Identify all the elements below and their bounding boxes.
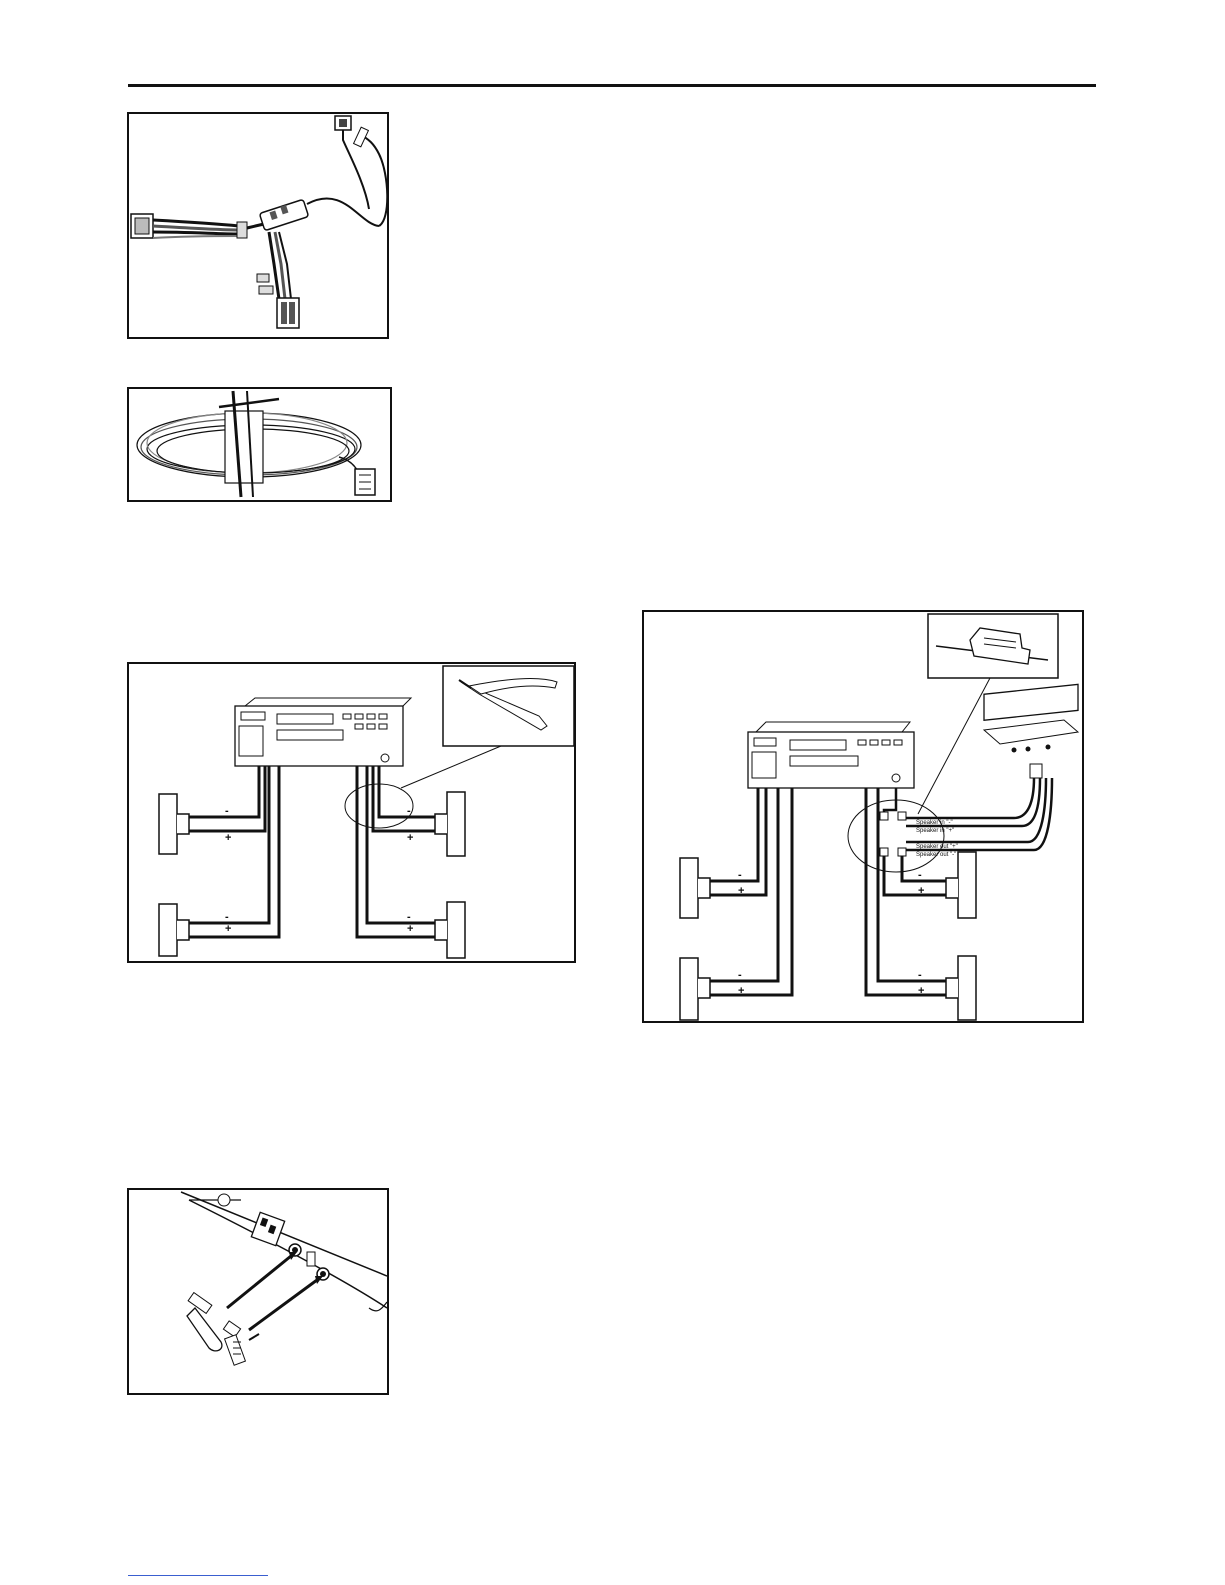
- standard-wiring-diagram: - + - + - + - +: [129, 664, 574, 961]
- adapter-module: [984, 684, 1078, 720]
- polarity-mark: +: [407, 832, 413, 844]
- cable-illustration: [129, 389, 390, 500]
- polarity-mark: -: [225, 805, 229, 817]
- speaker-out-minus-label: Speaker out "-": [916, 852, 956, 858]
- adapter-wiring-diagram: Speaker in "-" Speaker in "+" Speaker ou…: [644, 612, 1082, 1021]
- speaker-in-plus-label: Speaker in "+": [916, 828, 954, 834]
- cable-figure: [127, 387, 392, 502]
- bottom-rule: [128, 1575, 268, 1576]
- polarity-mark: -: [407, 805, 411, 817]
- polarity-mark: -: [738, 869, 742, 881]
- polarity-mark: +: [225, 832, 231, 844]
- polarity-mark: -: [407, 911, 411, 923]
- polarity-mark: +: [225, 923, 231, 935]
- harness-figure: [127, 112, 389, 339]
- polarity-mark: +: [738, 885, 744, 897]
- adapter-wiring-figure: Speaker in "-" Speaker in "+" Speaker ou…: [642, 610, 1084, 1023]
- jacks-illustration: [129, 1190, 387, 1393]
- polarity-mark: -: [918, 969, 922, 981]
- polarity-mark: +: [918, 885, 924, 897]
- polarity-mark: +: [738, 985, 744, 997]
- polarity-mark: +: [918, 985, 924, 997]
- jacks-figure: [127, 1188, 389, 1395]
- polarity-mark: -: [225, 911, 229, 923]
- speaker-out-plus-label: Speaker out "+": [916, 844, 958, 850]
- polarity-mark: -: [738, 969, 742, 981]
- polarity-mark: +: [407, 923, 413, 935]
- harness-illustration: [129, 114, 387, 337]
- top-rule: [128, 84, 1096, 87]
- polarity-mark: -: [918, 869, 922, 881]
- speaker-in-minus-label: Speaker in "-": [916, 820, 953, 826]
- standard-wiring-figure: - + - + - + - +: [127, 662, 576, 963]
